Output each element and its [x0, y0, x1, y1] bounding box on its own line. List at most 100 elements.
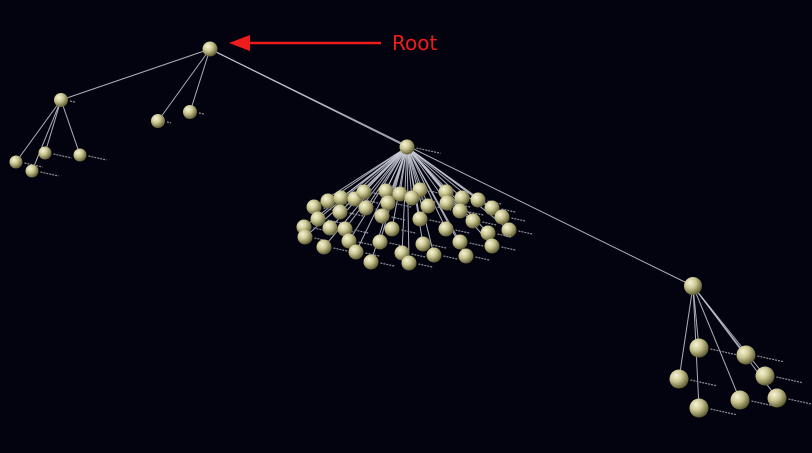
branch-d-leaf[interactable] [736, 345, 784, 365]
node-sphere [38, 146, 52, 160]
branch-c-leaf[interactable] [316, 239, 348, 255]
node-sphere [380, 195, 396, 211]
node-sphere [755, 366, 775, 386]
node-caption-mark [432, 244, 447, 249]
branch-d-leaf[interactable] [755, 366, 803, 386]
root-node[interactable] [202, 41, 218, 57]
node-sphere [494, 209, 510, 225]
branch-b1-node[interactable] [151, 114, 172, 128]
node-caption-mark [501, 246, 516, 251]
branch-a-edge [44, 99, 62, 154]
branch-a-leaf[interactable] [73, 148, 107, 162]
branch-c-leaf[interactable] [452, 234, 484, 250]
branch-a-edge [15, 99, 62, 163]
branch-d-leaf[interactable] [767, 388, 812, 408]
node-sphere [470, 192, 486, 208]
node-caption-mark [757, 355, 784, 363]
branch-c-edge [406, 146, 435, 256]
branch-d-leaf[interactable] [689, 338, 737, 358]
node-sphere [730, 390, 750, 410]
branch-c-leaf[interactable] [415, 236, 447, 252]
branch-b2-node[interactable] [183, 105, 206, 119]
branch-c-leaf[interactable] [306, 199, 338, 215]
branch-c-leaf[interactable] [458, 248, 490, 264]
branch-c-leaf[interactable] [384, 221, 416, 237]
branch-c-leaf[interactable] [452, 203, 484, 219]
node-caption-mark [443, 255, 458, 260]
root-arrow [229, 35, 381, 51]
branch-a-leaf[interactable] [25, 164, 59, 178]
node-sphere [767, 388, 787, 408]
node-caption-mark [53, 153, 72, 159]
branch-c-leaf[interactable] [297, 229, 329, 245]
branch-c-leaf[interactable] [484, 238, 516, 254]
branch-c-leaf[interactable] [363, 254, 395, 270]
branch-d-edge [692, 285, 741, 401]
branch-c-leaf[interactable] [494, 209, 526, 225]
node-sphere [322, 220, 338, 236]
node-sphere [501, 222, 517, 238]
branch-c-edge [406, 146, 410, 264]
root-edge [189, 48, 211, 113]
node-caption-mark [475, 256, 490, 261]
node-caption-mark [313, 227, 328, 232]
branch-c-leaf[interactable] [374, 208, 406, 224]
node-sphere [401, 255, 417, 271]
branch-d-leaf[interactable] [669, 369, 717, 389]
node-sphere [452, 203, 468, 219]
branch-c-leaf[interactable] [348, 244, 380, 260]
node-caption-mark [333, 247, 348, 252]
branch-d-edge [678, 285, 694, 380]
node-sphere [356, 184, 372, 200]
branch-c-leaf[interactable] [501, 222, 533, 238]
node-caption-mark [497, 233, 512, 238]
branch-d-leaf[interactable] [689, 398, 737, 418]
branch-a-node[interactable] [54, 93, 77, 107]
node-caption-mark [776, 376, 803, 384]
node-caption-mark [354, 229, 369, 234]
node-caption-mark [198, 112, 206, 115]
branch-c-leaf[interactable] [380, 195, 412, 211]
node-sphere [736, 345, 756, 365]
node-sphere [358, 200, 374, 216]
node-sphere [669, 369, 689, 389]
node-sphere [384, 221, 400, 237]
node-caption-mark [391, 216, 406, 221]
branch-c-leaf[interactable] [438, 221, 470, 237]
node-caption-mark [710, 408, 737, 416]
tree-nodes [9, 41, 812, 418]
branch-c-leaf[interactable] [480, 225, 512, 241]
branch-d-node[interactable] [684, 277, 702, 295]
branch-a-leaf[interactable] [38, 146, 72, 160]
node-caption-mark [327, 219, 342, 224]
node-sphere [333, 190, 349, 206]
branch-c-leaf[interactable] [465, 213, 497, 229]
branch-c-leaf[interactable] [484, 200, 516, 216]
node-caption-mark [469, 242, 484, 247]
node-sphere [320, 193, 336, 209]
branch-c-leaf[interactable] [426, 247, 458, 263]
node-caption-mark [323, 207, 338, 212]
node-sphere [183, 105, 197, 119]
branch-c-node[interactable] [399, 139, 441, 155]
branch-c-leaf[interactable] [341, 233, 373, 249]
branch-c-leaf[interactable] [332, 204, 364, 220]
node-sphere [458, 248, 474, 264]
node-caption-mark [482, 221, 497, 226]
node-caption-mark [455, 229, 470, 234]
branch-c-leaf[interactable] [412, 211, 444, 227]
branch-c-leaf[interactable] [401, 255, 433, 271]
branch-c-leaf[interactable] [310, 211, 342, 227]
node-caption-mark [358, 241, 373, 246]
branch-c-leaf[interactable] [337, 221, 369, 237]
node-caption-mark [69, 100, 77, 103]
node-sphere [372, 234, 388, 250]
node-sphere [337, 221, 353, 237]
node-sphere [341, 233, 357, 249]
node-sphere [480, 225, 496, 241]
branch-d-edge [692, 285, 766, 377]
branch-c-leaf[interactable] [372, 234, 404, 250]
root-edge [209, 48, 694, 287]
node-sphere [404, 190, 420, 206]
